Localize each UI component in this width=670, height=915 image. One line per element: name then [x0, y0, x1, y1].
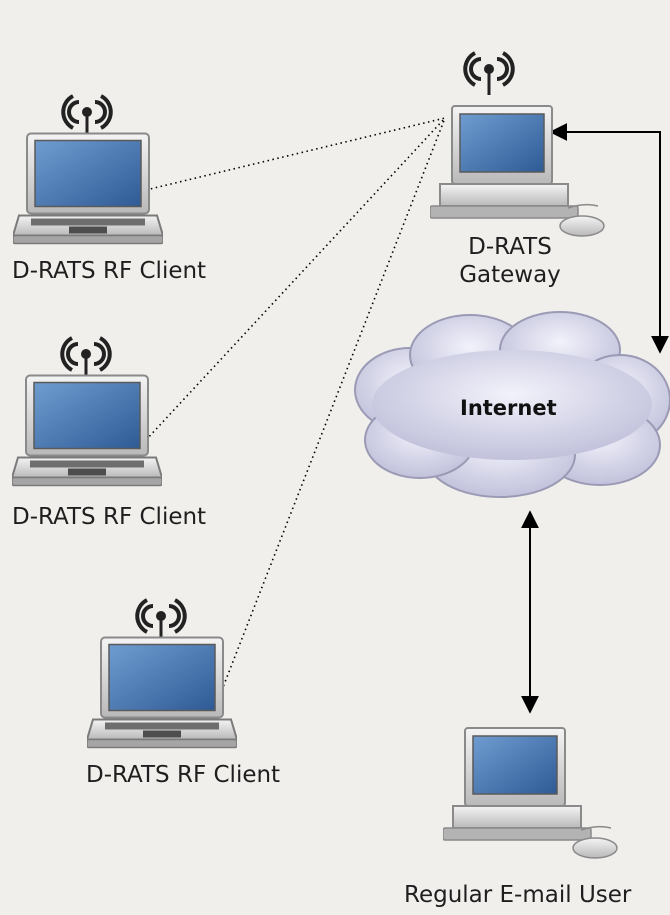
rf-link-client-2	[145, 117, 446, 441]
gateway-node	[430, 51, 606, 238]
client-1-laptop-icon	[13, 132, 163, 245]
gateway-antenna-icon	[463, 51, 515, 95]
internet-cloud-icon	[354, 311, 670, 498]
client-2-node	[12, 336, 162, 487]
gateway-desktop-icon	[430, 104, 606, 238]
internet-links	[521, 123, 669, 714]
client-3-antenna-icon	[135, 598, 187, 642]
gateway-label-line-2: Gateway	[459, 262, 561, 288]
client-1-antenna-icon	[61, 94, 113, 138]
gateway-internet-connector	[549, 123, 669, 354]
internet-label: Internet	[460, 396, 557, 420]
client-3-label: D-RATS RF Client	[86, 762, 281, 788]
client-2-laptop-icon	[12, 374, 162, 487]
client-1-label: D-RATS RF Client	[12, 258, 207, 284]
client-2-label: D-RATS RF Client	[12, 504, 207, 530]
rf-links	[145, 117, 446, 701]
client-1-node	[13, 94, 163, 245]
rf-link-client-1	[145, 117, 446, 191]
email-user-label: Regular E-mail User	[404, 882, 632, 908]
client-3-node	[87, 598, 237, 749]
gateway-label-line-1: D-RATS	[468, 234, 552, 260]
rf-link-client-3	[217, 117, 446, 701]
email-user-node	[443, 726, 619, 860]
gateway-label: D-RATS Gateway	[430, 233, 590, 289]
email-user-desktop-icon	[443, 726, 619, 860]
client-2-antenna-icon	[60, 336, 112, 380]
client-3-laptop-icon	[87, 636, 237, 749]
